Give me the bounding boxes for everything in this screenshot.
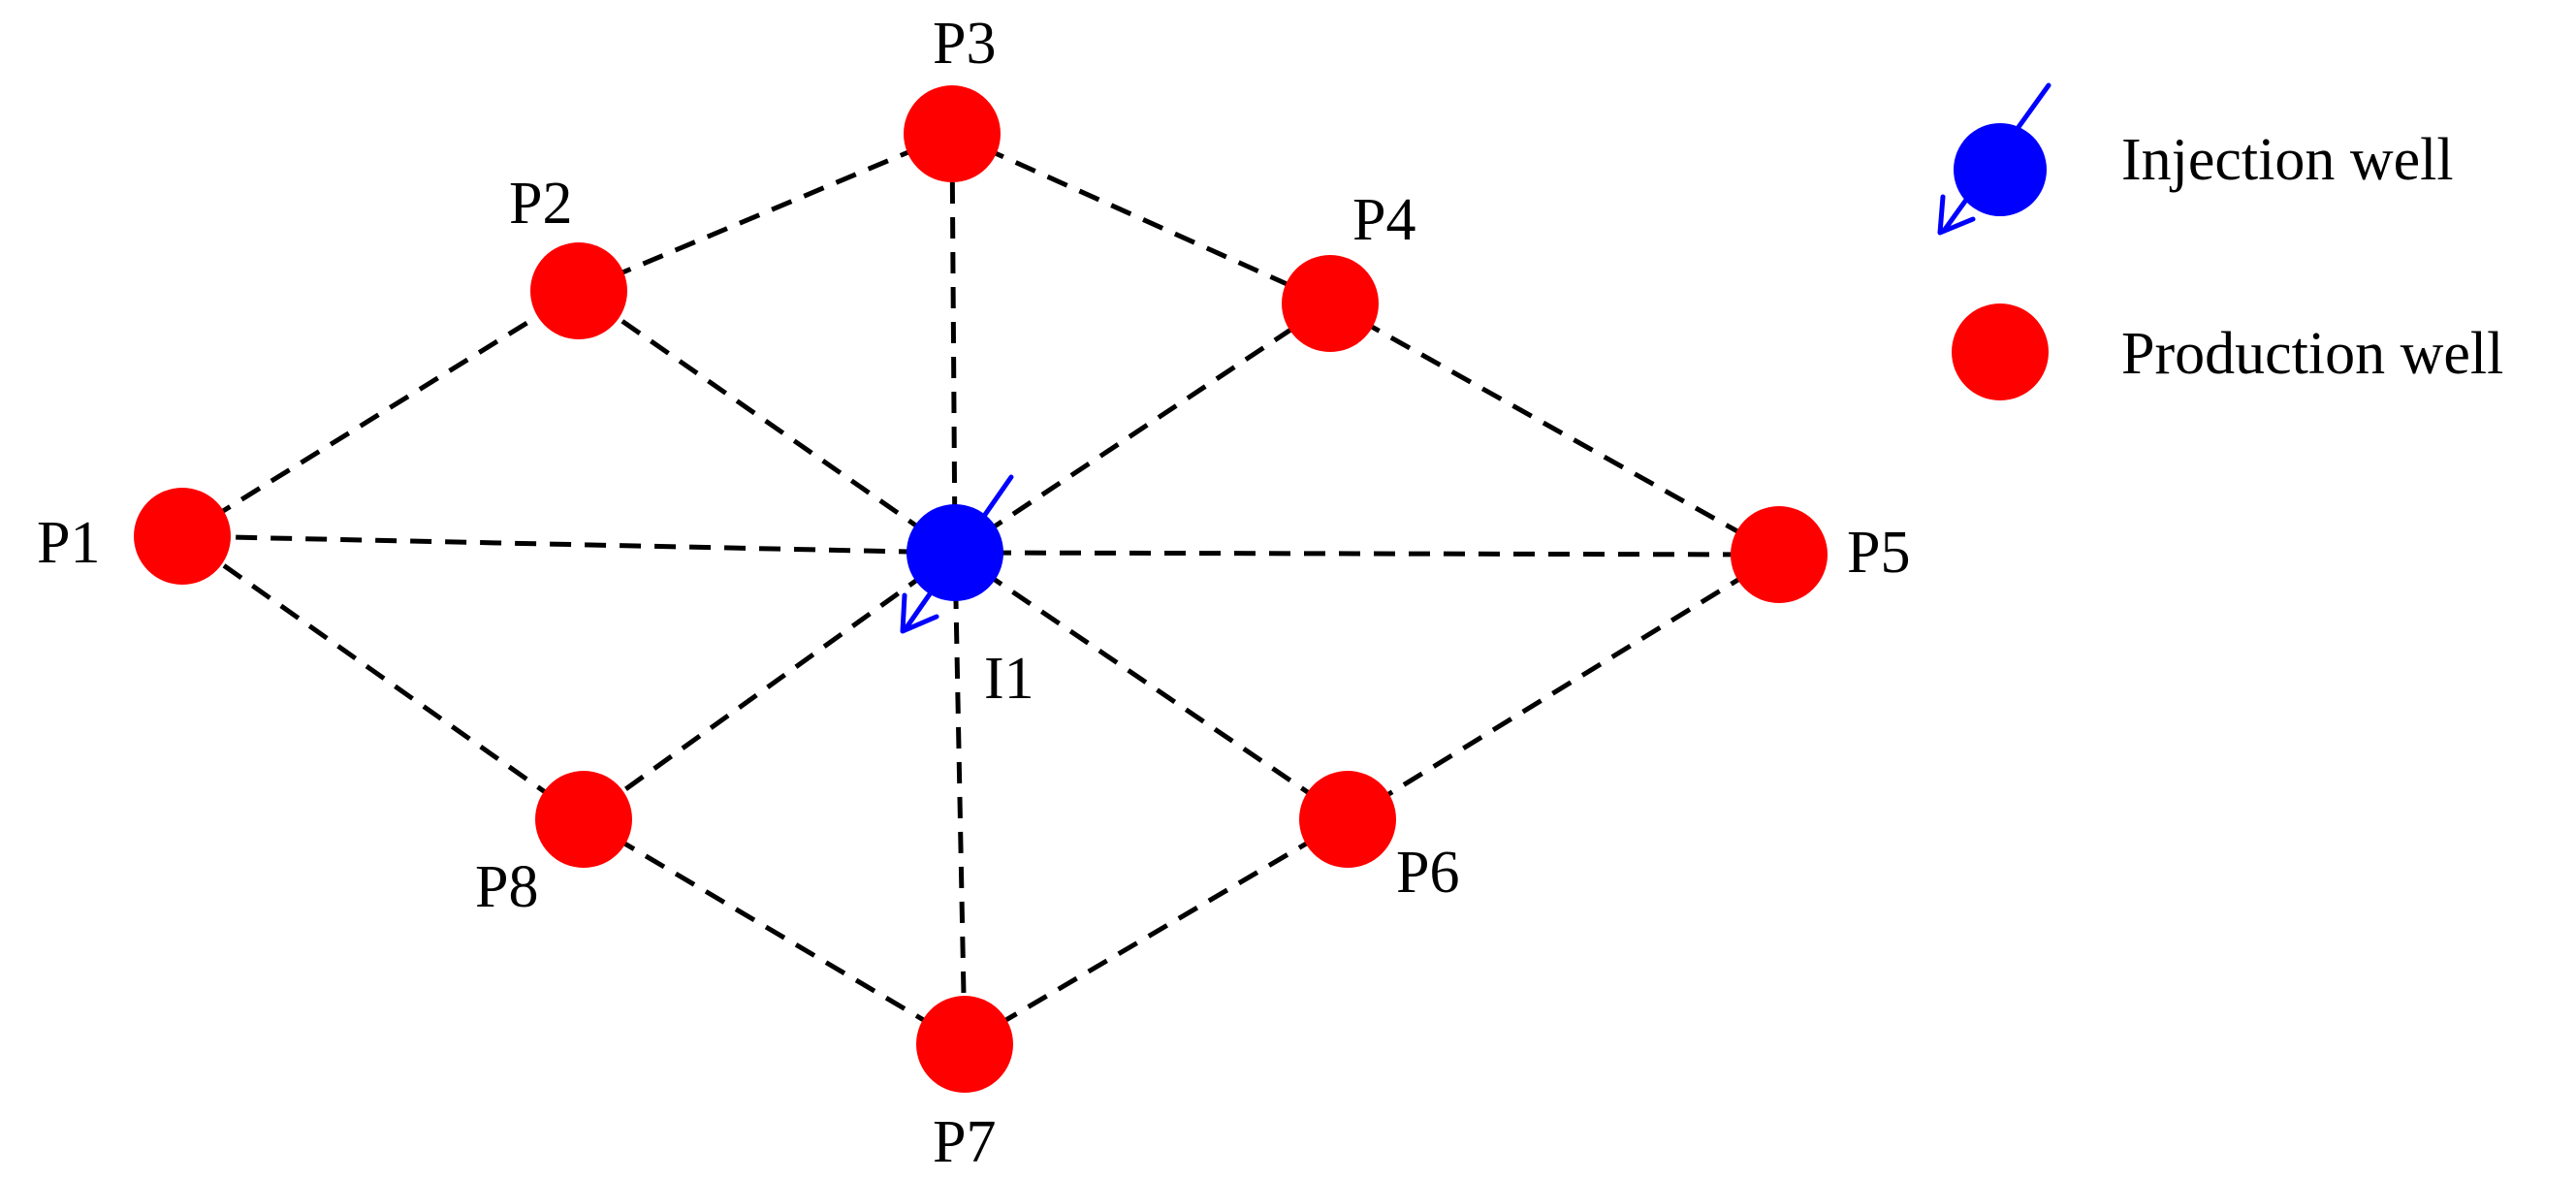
connection-I1-P2	[577, 288, 957, 556]
production-well-P5	[1731, 506, 1828, 603]
well-label-P7: P7	[933, 1109, 996, 1175]
well-label-P8: P8	[475, 854, 538, 920]
connection-I1-P1	[181, 533, 956, 556]
injection-arrow-icon	[900, 474, 1014, 634]
production-well-P3	[904, 85, 1001, 182]
connection-P3-P4	[950, 131, 1332, 306]
well-label-P4: P4	[1352, 187, 1415, 253]
connection-I1-P3	[949, 133, 958, 554]
legend-production-label: Production well	[2121, 321, 2503, 387]
connection-lines	[180, 131, 1781, 1047]
connection-P8-P1	[180, 533, 586, 822]
legend-injection-arrow-icon	[1937, 82, 2051, 236]
legend-production-well-icon	[1952, 303, 2049, 400]
production-well-P1	[134, 488, 231, 585]
connection-I1-P5	[954, 550, 1780, 558]
production-well-P6	[1299, 771, 1396, 868]
connection-P2-P3	[578, 131, 953, 294]
legend-injection-well-icon	[1954, 123, 2047, 216]
connection-P7-P8	[582, 816, 967, 1047]
connection-I1-P4	[953, 301, 1332, 556]
well-label-P1: P1	[37, 510, 100, 576]
well-label-I1: I1	[984, 646, 1034, 712]
connection-P1-P2	[180, 288, 581, 539]
production-well-P8	[535, 771, 632, 868]
legend: Injection well Production well	[1937, 82, 2503, 400]
well-label-P3: P3	[933, 11, 996, 77]
injection-well-I1	[906, 504, 1003, 601]
wells	[134, 85, 1828, 1093]
well-label-P5: P5	[1847, 520, 1910, 586]
connection-P6-P7	[963, 816, 1350, 1047]
connection-I1-P8	[582, 550, 957, 822]
connection-I1-P6	[953, 550, 1350, 822]
well-label-P6: P6	[1396, 840, 1459, 906]
connection-P4-P5	[1328, 301, 1781, 558]
connection-I1-P7	[952, 552, 968, 1045]
connection-P5-P6	[1346, 552, 1781, 822]
legend-injection-label: Injection well	[2121, 127, 2454, 193]
production-well-P7	[916, 996, 1013, 1093]
well-labels: P1 P2 P3 P4 P5 P6 P7 P8 I1	[37, 11, 1910, 1175]
production-well-P2	[530, 242, 627, 339]
well-label-P2: P2	[509, 171, 572, 237]
production-well-P4	[1282, 255, 1379, 352]
